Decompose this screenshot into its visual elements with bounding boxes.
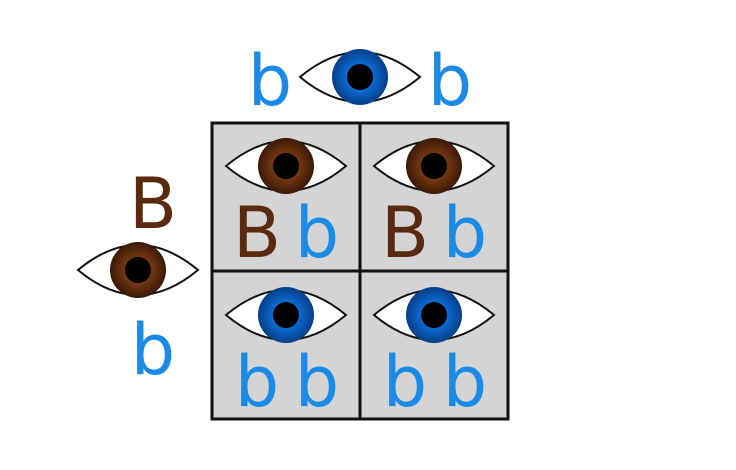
brown-eye-icon (76, 242, 200, 298)
offspring-top-right: B b (372, 138, 496, 274)
parent-left-allele-2: b (131, 309, 175, 391)
parent-top: b b (248, 40, 472, 122)
cell-bottom-right-allele-2: b (443, 341, 487, 423)
blue-eye-icon (372, 287, 496, 343)
brown-eye-icon (224, 138, 348, 194)
cell-top-left-allele-2: b (295, 192, 339, 274)
cell-bottom-right (358, 269, 510, 421)
parent-left: B b (76, 163, 200, 391)
cell-top-right-allele-1: B (381, 192, 429, 274)
cell-bottom-right-allele-1: b (383, 341, 427, 423)
cell-bottom-left-allele-1: b (235, 341, 279, 423)
cell-bottom-left-allele-2: b (295, 341, 339, 423)
offspring-bottom-right: b b (372, 287, 496, 423)
offspring-bottom-left: b b (224, 287, 348, 423)
parent-top-allele-2: b (428, 40, 472, 122)
cell-top-left-allele-1: B (233, 192, 281, 274)
parent-top-allele-1: b (248, 40, 292, 122)
cell-top-right-allele-2: b (443, 192, 487, 274)
blue-eye-icon (298, 49, 422, 105)
offspring-top-left: B b (224, 138, 348, 274)
parent-left-allele-1: B (129, 163, 177, 245)
brown-eye-icon (372, 138, 496, 194)
blue-eye-icon (224, 287, 348, 343)
